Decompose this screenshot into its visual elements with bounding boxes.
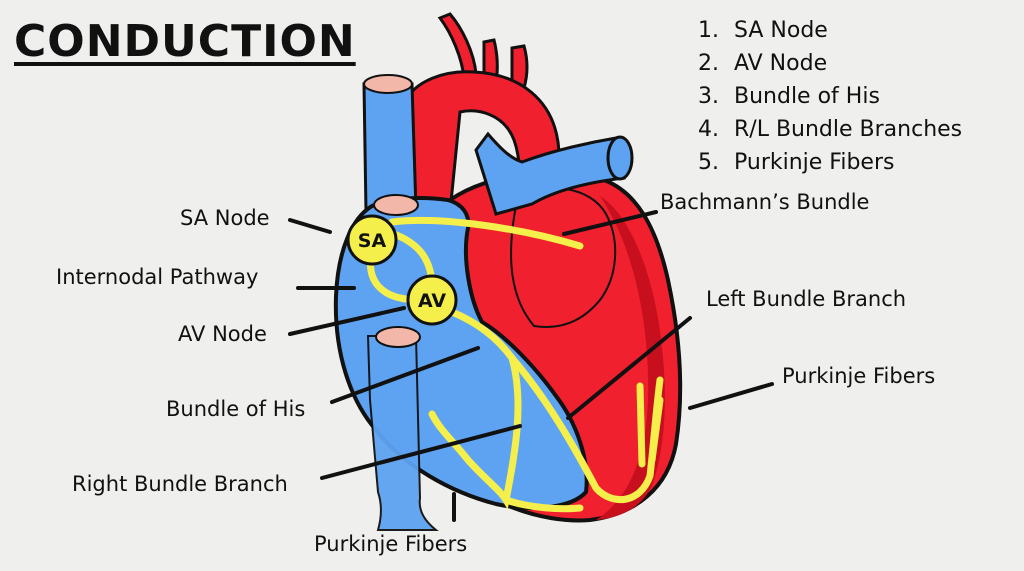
label-purkinje-fibers-right: Purkinje Fibers <box>782 364 936 388</box>
sa-node-text: SA <box>358 230 387 252</box>
step-text: SA Node <box>734 18 828 43</box>
label-left-bundle-branch: Left Bundle Branch <box>706 287 907 311</box>
step-number: 5. <box>698 150 719 175</box>
av-node: AV <box>406 274 458 326</box>
superior-vena-cava <box>362 74 418 214</box>
pulmonary-trunk <box>474 131 634 216</box>
step-text: R/L Bundle Branches <box>734 117 963 142</box>
purkinje-right-2 <box>648 396 664 464</box>
bachmanns-bundle-path <box>388 216 584 250</box>
right-bundle-branch-path <box>428 354 522 510</box>
step-item: 3. Bundle of His <box>698 80 962 113</box>
page-title: CONDUCTION <box>14 16 356 67</box>
leader-sa-node <box>288 218 332 234</box>
leader-av-node <box>288 306 406 336</box>
step-number: 4. <box>698 117 719 142</box>
step-text: AV Node <box>734 51 828 76</box>
sa-node: SA <box>346 214 398 266</box>
label-right-bundle-branch: Right Bundle Branch <box>72 472 288 496</box>
step-item: 1. SA Node <box>698 14 962 47</box>
leader-bundle-of-his <box>330 346 480 404</box>
leader-right-bundle <box>320 424 522 480</box>
step-number: 2. <box>698 51 719 76</box>
leader-left-bundle <box>566 316 692 420</box>
label-sa-node: SA Node <box>180 206 270 230</box>
leader-bachmann <box>562 210 658 236</box>
step-number: 3. <box>698 84 719 109</box>
av-node-text: AV <box>418 290 446 312</box>
label-purkinje-fibers-bottom: Purkinje Fibers <box>314 532 468 556</box>
label-av-node: AV Node <box>178 322 267 346</box>
purkinje-right-1 <box>636 382 646 468</box>
purkinje-bottom <box>502 496 584 513</box>
label-bundle-of-his: Bundle of His <box>166 397 306 421</box>
conduction-steps-list: 1. SA Node 2. AV Node 3. Bundle of His 4. R/… <box>698 14 962 179</box>
step-text: Purkinje Fibers <box>734 150 895 175</box>
step-item: 5. Purkinje Fibers <box>698 146 962 179</box>
step-text: Bundle of His <box>734 84 880 109</box>
bundle-of-his-path <box>448 308 516 362</box>
step-item: 2. AV Node <box>698 47 962 80</box>
label-bachmanns-bundle: Bachmann’s Bundle <box>660 190 870 214</box>
leader-lines <box>288 210 774 522</box>
leader-purkinje-right <box>688 382 774 410</box>
step-number: 1. <box>698 18 719 43</box>
label-internodal-pathway: Internodal Pathway <box>56 265 259 289</box>
step-item: 4. R/L Bundle Branches <box>698 113 962 146</box>
